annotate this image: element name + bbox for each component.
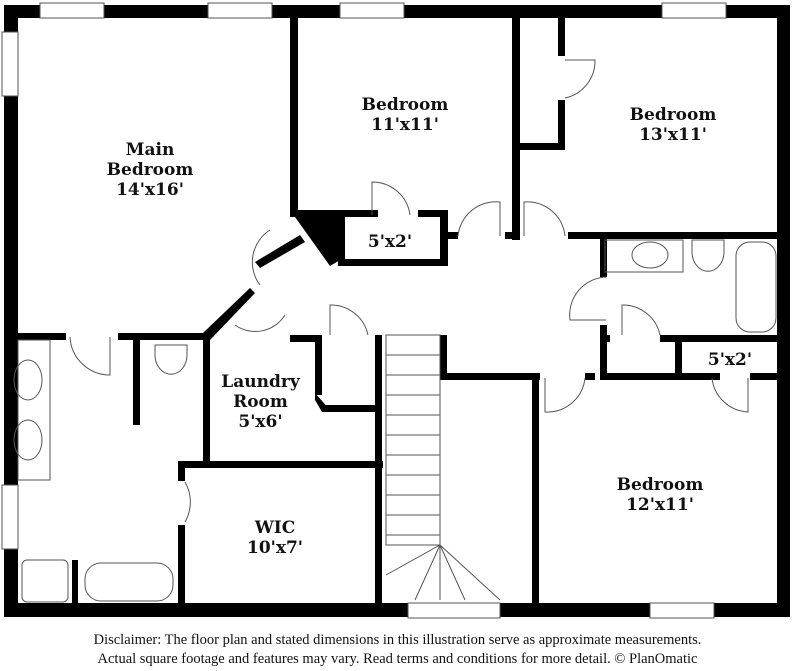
wic-label: WIC 10'x7'	[230, 518, 320, 558]
closet-middle-label: 5'x2'	[345, 232, 435, 252]
room-size: 13'x11'	[639, 125, 707, 145]
doors-and-fixtures	[13, 59, 777, 603]
bedroom-11x11-label: Bedroom 11'x11'	[345, 95, 465, 135]
closet-right-label: 5'x2'	[685, 350, 775, 370]
room-size: 5'x6'	[238, 412, 283, 432]
bedroom-13x11-label: Bedroom 13'x11'	[613, 105, 733, 145]
room-name: Room	[233, 392, 288, 412]
room-size: 10'x7'	[246, 538, 304, 558]
room-name: Laundry	[221, 372, 300, 392]
room-name: Main	[125, 140, 175, 160]
main-bedroom-label: Main Bedroom 14'x16'	[100, 140, 200, 200]
laundry-room-label: Laundry Room 5'x6'	[208, 372, 313, 432]
room-size: 5'x2'	[367, 232, 413, 252]
room-name: Bedroom	[616, 475, 704, 495]
room-size: 5'x2'	[707, 350, 753, 370]
room-size: 12'x11'	[626, 495, 694, 515]
disclaimer-line-2: Actual square footage and features may v…	[97, 651, 698, 667]
room-size: 14'x16'	[116, 180, 184, 200]
room-name: Bedroom	[361, 95, 449, 115]
room-name: Bedroom	[629, 105, 717, 125]
room-name: Bedroom	[106, 160, 194, 180]
disclaimer-line-1: Disclaimer: The floor plan and stated di…	[93, 632, 702, 648]
walls	[4, 5, 790, 617]
bedroom-12x11-label: Bedroom 12'x11'	[600, 475, 720, 515]
windows	[1, 2, 727, 619]
room-size: 11'x11'	[371, 115, 439, 135]
room-name: WIC	[254, 518, 296, 538]
